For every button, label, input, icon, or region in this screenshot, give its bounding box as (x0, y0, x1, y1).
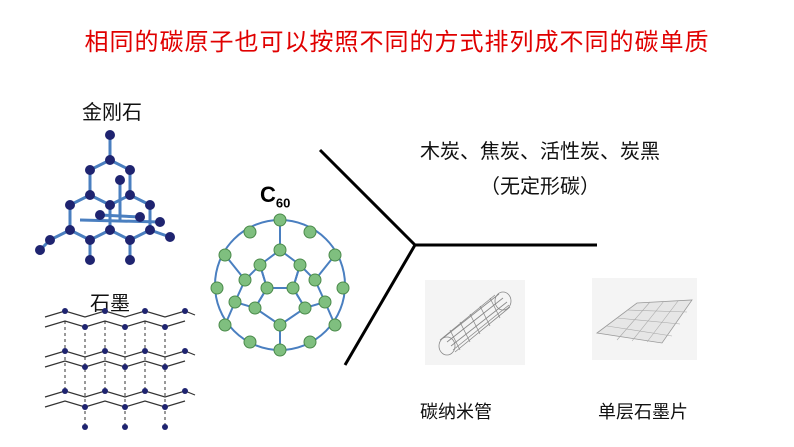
graphene-label: 单层石墨片 (598, 402, 688, 423)
c60-label: C60 (260, 182, 291, 211)
diamond-model-image (35, 130, 175, 265)
c60-model-image (210, 213, 350, 357)
page-title: 相同的碳原子也可以按照不同的方式排列成不同的碳单质 (84, 28, 710, 56)
amorphous-carbon-note: （无定形碳） (480, 174, 600, 198)
nanotube-image (425, 280, 525, 365)
graphite-label: 石墨 (90, 291, 130, 315)
amorphous-carbon-names: 木炭、焦炭、活性炭、炭黑 (420, 139, 660, 163)
graphene-image (592, 278, 697, 360)
nanotube-label: 碳纳米管 (420, 402, 492, 423)
diamond-label: 金刚石 (82, 100, 142, 124)
graphite-model-image (44, 308, 196, 430)
